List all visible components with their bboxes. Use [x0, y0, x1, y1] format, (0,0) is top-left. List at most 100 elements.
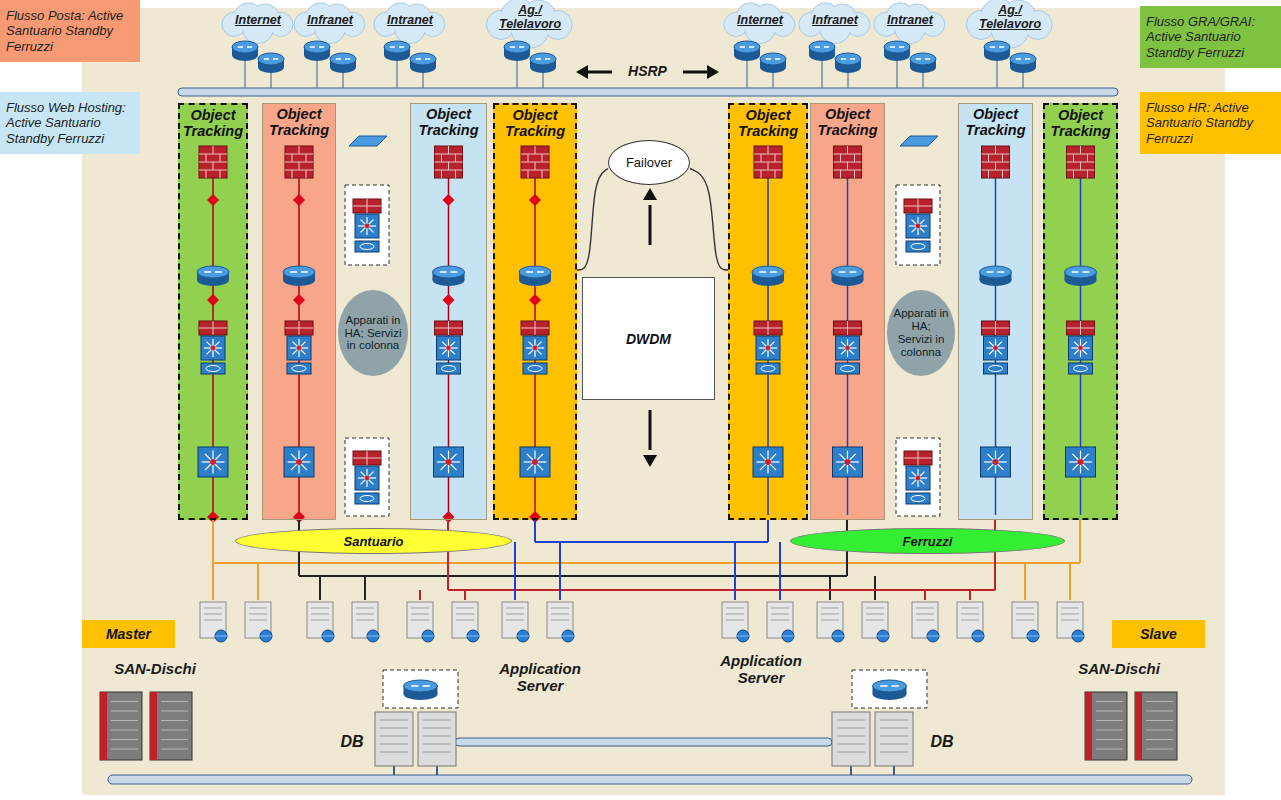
switch-icon: [437, 336, 461, 360]
router-icon: [835, 53, 861, 73]
db-case: [375, 712, 413, 766]
router-icon: [258, 53, 284, 73]
router-top: [984, 41, 1010, 53]
node-text: Apparati in HA; Servizi in colonna: [893, 307, 949, 359]
hsrp-arrow: [588, 71, 612, 74]
server-slot: [961, 620, 979, 621]
router-top: [884, 41, 910, 53]
brick-line: [292, 170, 293, 178]
switch-core: [533, 346, 538, 351]
router-icon: [433, 266, 465, 286]
server-drop: [559, 542, 561, 600]
db-label: DB: [923, 733, 961, 751]
switch-body: [753, 447, 783, 477]
db-slot: [880, 736, 908, 737]
service-column: Object Tracking: [728, 103, 808, 520]
san-cabinet: [1085, 692, 1127, 760]
switch-body: [906, 466, 930, 490]
firewall-body: [285, 146, 313, 178]
server-slot: [204, 608, 222, 609]
switch-stack: [353, 199, 381, 252]
switch-body: [1066, 447, 1096, 477]
brick-line: [840, 170, 841, 178]
brick-line: [775, 154, 776, 162]
router-top: [832, 266, 864, 278]
stack-module: [523, 363, 547, 374]
server-icon: [407, 602, 434, 642]
flow-note: Flusso Web Hosting: Active Santuario Sta…: [0, 92, 140, 154]
ha-box: [896, 438, 940, 516]
node-text: Failover: [609, 155, 689, 170]
stack-module: [754, 321, 782, 335]
stack-module: [906, 241, 930, 252]
globe: [927, 630, 939, 642]
node-text: Ferruzzi: [791, 534, 1064, 549]
switch-icon: [1066, 447, 1096, 477]
column-fill: [493, 103, 577, 520]
node-text: Object Tracking: [496, 108, 574, 140]
globe-line: [1027, 636, 1039, 637]
router-arrow: [416, 58, 421, 60]
brick-line: [220, 154, 221, 162]
brick-line: [775, 170, 776, 178]
router-icon: [1065, 266, 1097, 286]
switch-stack: [982, 321, 1010, 374]
server-drop: [779, 542, 781, 600]
brick-line: [1073, 154, 1074, 162]
disk-slot: [111, 720, 138, 721]
router-top: [873, 680, 907, 692]
router-arrow: [440, 271, 447, 273]
router-box: [383, 670, 458, 708]
module-port: [528, 366, 542, 372]
server-bus: [534, 520, 536, 542]
switch-body: [833, 447, 863, 477]
service-column: Object Tracking: [958, 103, 1033, 520]
switch-icon: [201, 336, 225, 360]
server-slot: [866, 614, 884, 615]
db-slot: [380, 744, 408, 745]
switch-icon: [753, 447, 783, 477]
brick-line: [306, 154, 307, 162]
brick-line: [988, 170, 989, 178]
router-arrow: [850, 271, 857, 273]
server-icon: [862, 602, 889, 642]
server-slot: [311, 614, 329, 615]
switch-icon: [434, 447, 464, 477]
brick-line: [847, 162, 848, 170]
service-column: Object Tracking: [493, 103, 577, 520]
router-top: [258, 53, 284, 65]
module-line: [768, 321, 769, 335]
switch-icon: [287, 336, 311, 360]
stack-module: [285, 321, 313, 335]
db-slot: [837, 736, 865, 737]
disk-slot: [161, 701, 188, 702]
disk-slot: [1146, 730, 1173, 731]
dwdm-box: DWDM: [582, 277, 715, 400]
switch-icon: [836, 336, 860, 360]
node-text: Object Tracking: [731, 108, 805, 140]
module-port: [989, 366, 1003, 372]
node-text: Flusso GRA/GRAI: Active Santuario Standb…: [1146, 14, 1273, 61]
module-line: [448, 321, 449, 335]
db-slot: [837, 728, 865, 729]
network-name: Internet: [730, 14, 790, 28]
disk-slot: [1096, 720, 1123, 721]
globe-line: [1072, 636, 1084, 637]
switch-icon: [355, 466, 379, 490]
router-top: [283, 266, 315, 278]
node-text: Object Tracking: [812, 107, 883, 139]
db-link: [850, 766, 852, 775]
disk-slot: [1146, 749, 1173, 750]
globe-line: [782, 636, 794, 637]
module-port: [841, 366, 855, 372]
router-arrow: [411, 685, 418, 687]
brick-line: [988, 154, 989, 162]
disk-slot: [1146, 701, 1173, 702]
stack-module: [904, 199, 932, 213]
router-arrow: [319, 46, 324, 48]
storage-label: SAN-Dischi: [1060, 660, 1178, 677]
server-slot: [311, 608, 329, 609]
brick-line: [995, 162, 996, 170]
router-arrow: [310, 46, 315, 48]
server-slot: [771, 608, 789, 609]
